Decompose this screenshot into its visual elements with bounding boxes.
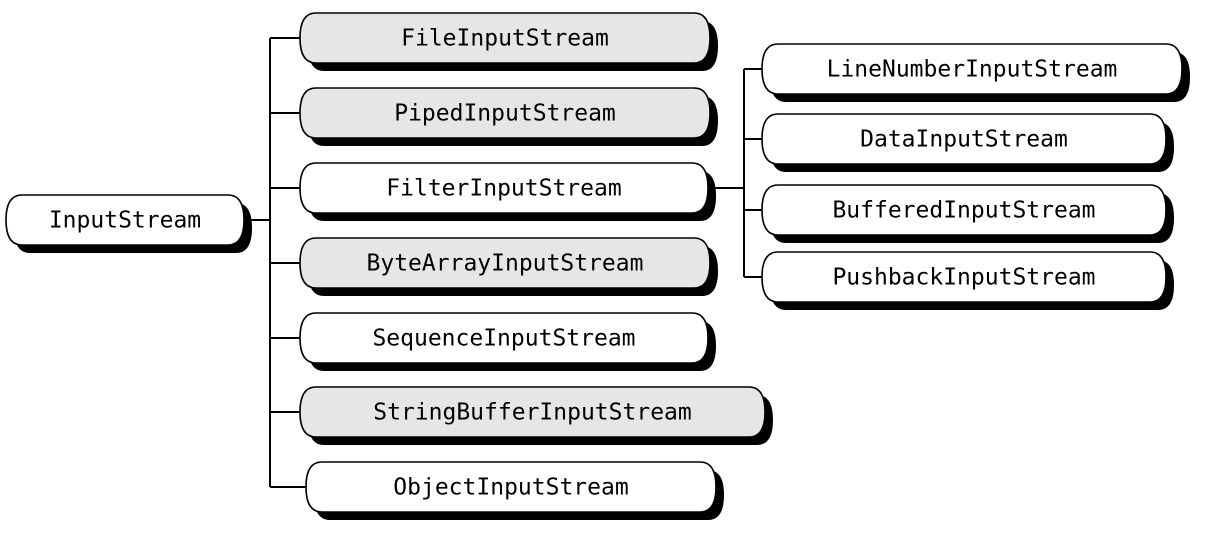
sequence-input-stream-node-box [299,312,709,364]
piped-input-stream-node-label: PipedInputStream [394,101,616,127]
line-number-input-stream-node-label: LineNumberInputStream [827,57,1118,83]
byte-array-input-stream-node-box [299,237,711,289]
string-buffer-input-stream-node-label: StringBufferInputStream [373,400,692,426]
input-stream-node: InputStream [5,194,252,253]
byte-array-input-stream-node-label: ByteArrayInputStream [367,251,644,277]
string-buffer-input-stream-node-box [299,386,766,438]
sequence-input-stream-node-label: SequenceInputStream [372,326,635,352]
data-input-stream-node-box [761,113,1167,165]
filter-input-stream-node-box [299,162,709,214]
filter-input-stream-node: FilterInputStream [299,162,716,221]
file-input-stream-node-label: FileInputStream [401,26,609,52]
byte-array-input-stream-node: ByteArrayInputStream [299,237,718,296]
line-number-input-stream-node: LineNumberInputStream [761,43,1190,102]
pushback-input-stream-node-box [761,251,1167,303]
buffered-input-stream-node: BufferedInputStream [761,184,1174,243]
object-input-stream-node-label: ObjectInputStream [393,475,628,501]
pushback-input-stream-node-label: PushbackInputStream [832,265,1095,291]
data-input-stream-node-label: DataInputStream [860,127,1068,153]
connector-lines [244,37,762,488]
line-number-input-stream-node-box [761,43,1183,95]
file-input-stream-node-box [299,12,711,64]
sequence-input-stream-node: SequenceInputStream [299,312,716,371]
input-stream-node-label: InputStream [49,208,201,234]
buffered-input-stream-node-box [761,184,1167,236]
string-buffer-input-stream-node: StringBufferInputStream [299,386,773,445]
object-input-stream-node: ObjectInputStream [305,461,724,520]
object-input-stream-node-box [305,461,717,513]
input-stream-node-box [5,194,245,246]
piped-input-stream-node-box [299,87,711,139]
class-nodes: InputStream FileInputStreamPipedInputStre… [5,12,1190,520]
file-input-stream-node: FileInputStream [299,12,718,71]
piped-input-stream-node: PipedInputStream [299,87,718,146]
data-input-stream-node: DataInputStream [761,113,1174,172]
buffered-input-stream-node-label: BufferedInputStream [832,198,1095,224]
filter-input-stream-node-label: FilterInputStream [386,176,621,202]
pushback-input-stream-node: PushbackInputStream [761,251,1174,310]
